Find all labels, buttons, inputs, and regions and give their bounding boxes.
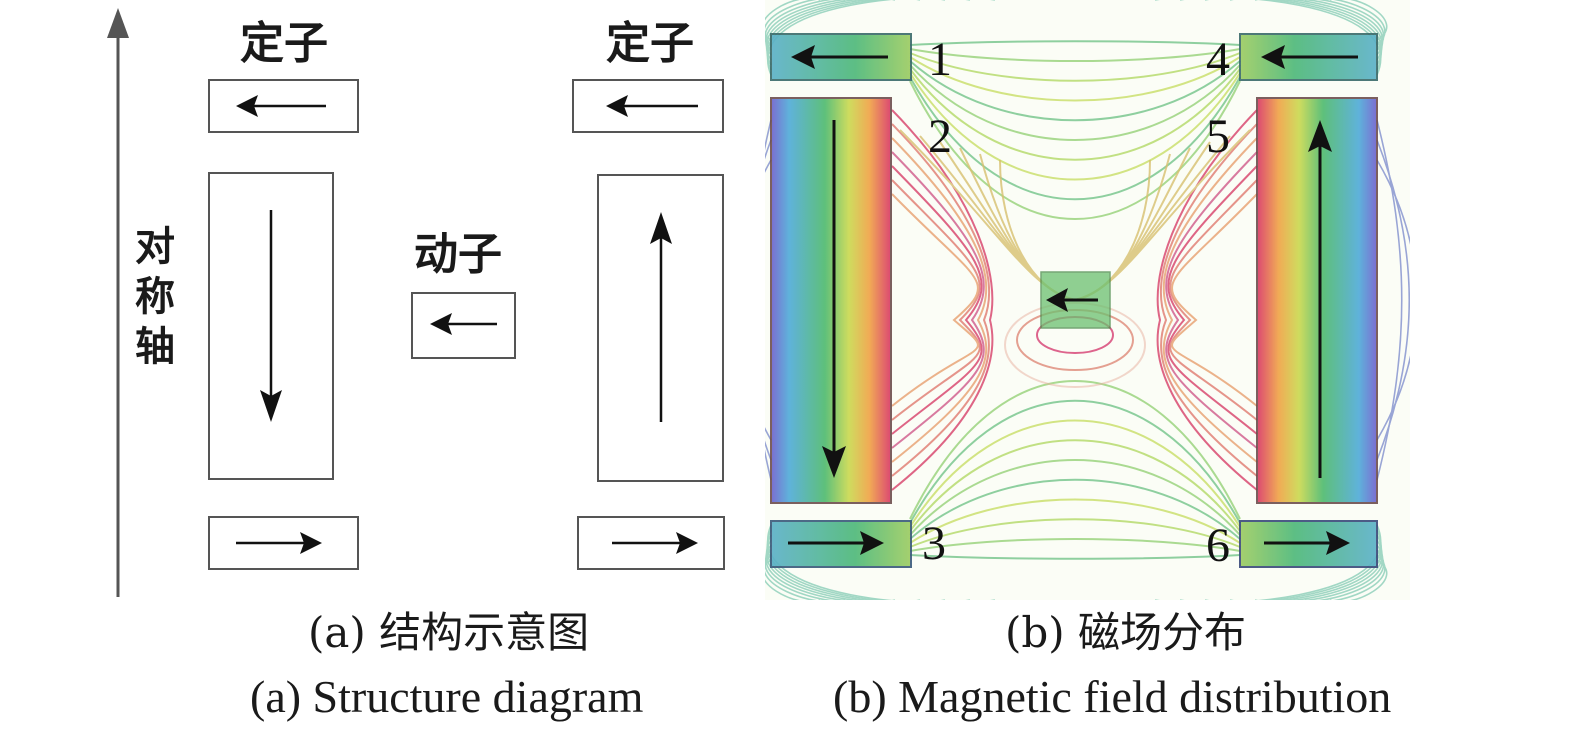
arrow-up-icon — [650, 212, 672, 244]
caption-b-cn: (b) 磁场分布 — [1005, 608, 1247, 657]
mover-label: 动子 — [414, 229, 502, 280]
magnet-number-1: 1 — [928, 33, 952, 86]
arrow-right-icon — [300, 532, 322, 554]
axis-label-char: 轴 — [135, 323, 175, 370]
magnet-number-4: 4 — [1206, 33, 1230, 86]
magnet-number-5: 5 — [1206, 110, 1230, 163]
symmetry-axis-label: 对 称 轴 — [130, 222, 180, 372]
stator-right-top-magnet — [572, 79, 724, 133]
stator-right-bottom-magnet — [577, 516, 725, 570]
mover-magnet — [411, 292, 516, 359]
magnet-number-3: 3 — [922, 517, 946, 570]
stator-left-main-magnet — [208, 172, 334, 480]
caption-b-en: (b) Magnetic field distribution — [833, 671, 1392, 722]
stator-left-bottom-magnet — [208, 516, 359, 570]
stator-label-right: 定子 — [606, 18, 694, 69]
axis-label-char: 称 — [135, 273, 175, 320]
caption-a-cn: (a) 结构示意图 — [308, 608, 590, 657]
arrow-down-icon — [260, 390, 282, 422]
stator-right-main-magnet — [597, 174, 724, 482]
arrow-left-icon — [430, 313, 452, 335]
axis-label-char: 对 — [135, 223, 175, 270]
stator-label-left: 定子 — [240, 18, 328, 69]
axis-arrowhead-icon — [107, 8, 129, 38]
magnet-number-2: 2 — [928, 110, 952, 163]
arrow-right-icon — [676, 532, 698, 554]
stator-left-top-magnet — [208, 79, 359, 133]
arrow-left-icon — [236, 95, 258, 117]
symmetry-axis — [107, 8, 129, 597]
arrow-left-icon — [606, 95, 628, 117]
magnet-number-6: 6 — [1206, 519, 1230, 572]
caption-a-en: (a) Structure diagram — [250, 671, 644, 722]
